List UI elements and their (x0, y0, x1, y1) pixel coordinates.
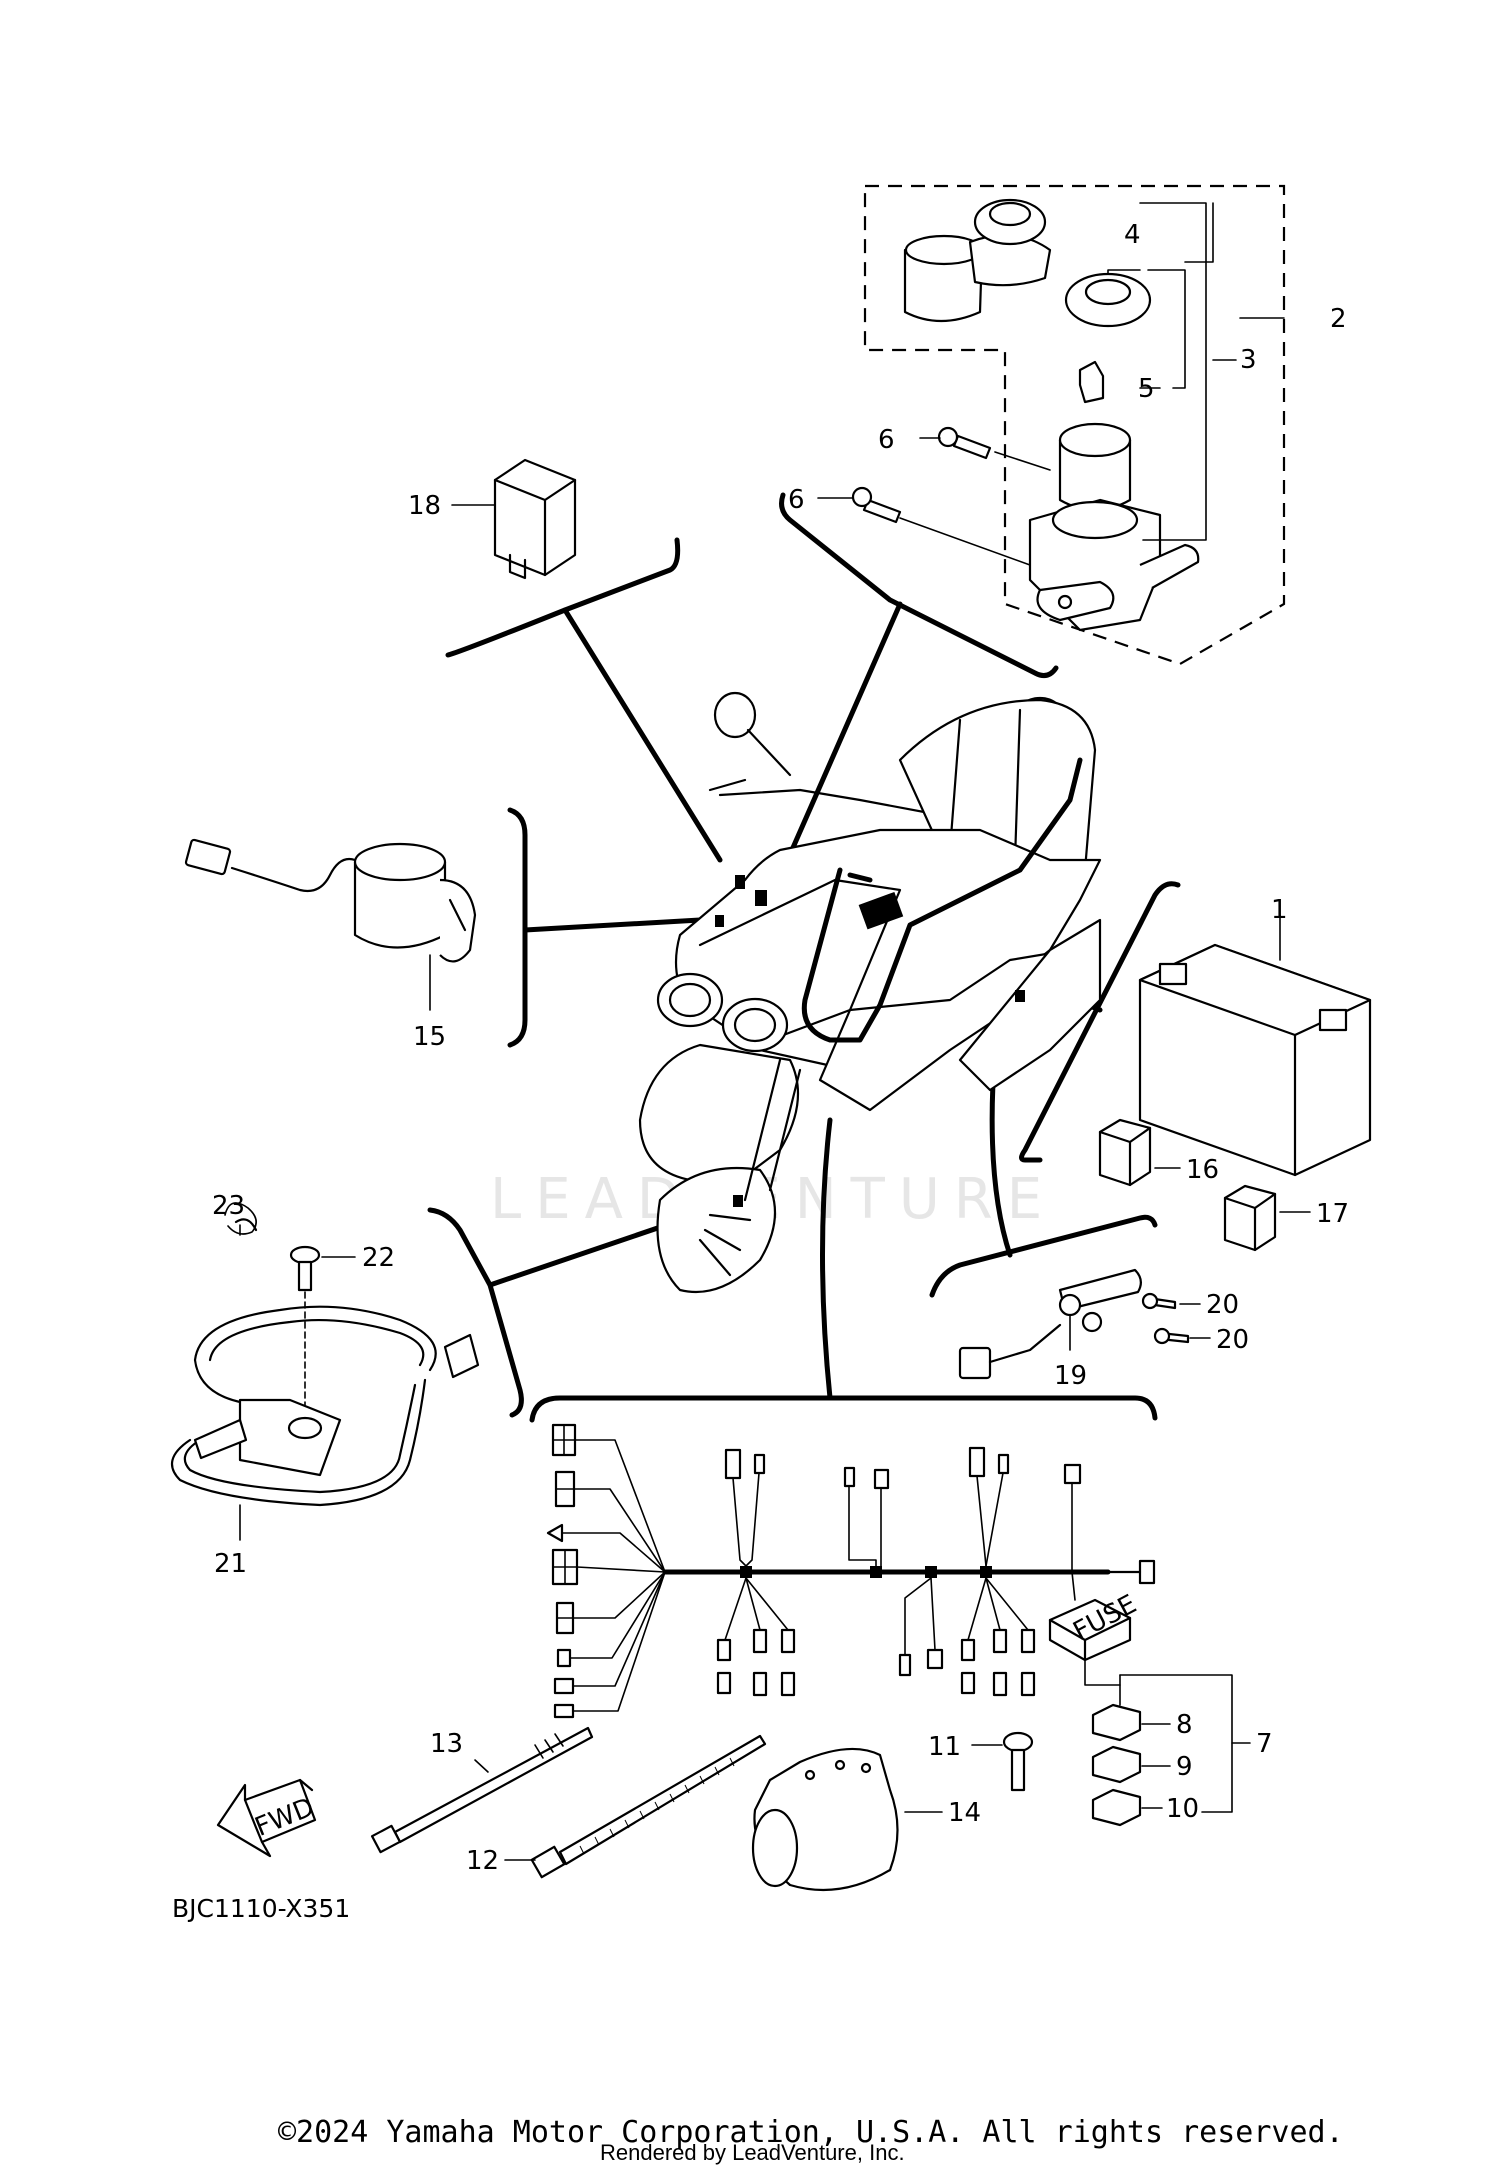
dc-jack-connector (184, 838, 232, 876)
rendered-by-text: Rendered by LeadVenture, Inc. (600, 2140, 905, 2165)
callout-18: 18 (408, 491, 441, 521)
key-part-5 (1078, 360, 1105, 404)
fuse-parts-group: 7 8 9 10 (1091, 1674, 1273, 1827)
seal-cap-part (903, 248, 984, 322)
fuse-9-part (1091, 1745, 1142, 1784)
callout-6-upper: 6 (878, 425, 895, 455)
sensor-19-group: 20 20 19 (958, 1268, 1249, 1391)
callout-3: 3 (1240, 345, 1257, 375)
diagram-code: BJC1110-X351 (172, 1894, 350, 1923)
bolt-6-lower (862, 498, 902, 524)
callout-2: 2 (1330, 304, 1347, 334)
relay-18-group: 18 (408, 458, 577, 580)
bolt-22-shank (297, 1260, 313, 1292)
sensor-21-cable (193, 1305, 437, 1407)
bracket-1 (1019, 881, 1181, 1163)
screw-11-head (1002, 1731, 1034, 1753)
callout-15: 15 (413, 1022, 446, 1052)
bracket-6 (779, 492, 1059, 679)
callout-7: 7 (1256, 1729, 1273, 1759)
callout-22: 22 (362, 1243, 395, 1273)
fuse-10-part (1091, 1788, 1142, 1827)
sensor-19-body (1058, 1268, 1142, 1312)
callout-21: 21 (214, 1549, 247, 1579)
screw-11-clamp-14-group: 11 14 (751, 1731, 1034, 1892)
bolt-6-upper (952, 434, 992, 460)
scooter-illustration (638, 691, 1102, 1294)
clamp-23-part (224, 1202, 257, 1235)
fwd-arrow: FWD (216, 1778, 318, 1858)
bracket-3 (1139, 202, 1207, 541)
screw-11-shank (1010, 1748, 1026, 1792)
cable-ties-group: 13 12 (370, 1726, 767, 1879)
relay-16-17-group: 16 17 (1098, 1118, 1349, 1252)
callout-23: 23 (212, 1191, 245, 1221)
callout-19: 19 (1054, 1361, 1087, 1391)
bracket-21 (427, 1207, 524, 1418)
harness-route (801, 757, 1083, 1043)
relay-location (858, 891, 904, 930)
dc-jack-15-group: 15 (184, 838, 477, 1052)
fwd-arrow-icon (216, 1778, 317, 1858)
bracket-4-5 (1147, 269, 1186, 389)
callout-5: 5 (1138, 374, 1155, 404)
callout-1: 1 (1271, 895, 1288, 925)
bolt-22-head (289, 1245, 321, 1265)
bracket-18 (445, 537, 681, 658)
left-mirror (713, 691, 757, 739)
sensor-21-connector (443, 1333, 480, 1379)
callout-13: 13 (430, 1729, 463, 1759)
callout-17: 17 (1316, 1199, 1349, 1229)
bracket-7-fuses (1119, 1674, 1233, 1813)
battery-terminal-neg (1158, 962, 1188, 986)
wire-harness-group: FUSE (546, 1423, 1156, 1719)
callout-10: 10 (1166, 1794, 1199, 1824)
callout-11: 11 (928, 1732, 961, 1762)
front-wheel (656, 1166, 776, 1294)
callout-8: 8 (1176, 1710, 1193, 1740)
main-switch-group: 2 3 4 5 6 6 (788, 184, 1347, 666)
sensor-21-body (238, 1398, 342, 1477)
sensor-19-connector (958, 1346, 992, 1380)
main-switch-kit-outline (863, 184, 1286, 666)
callout-20-upper: 20 (1206, 1290, 1239, 1320)
cable-tie-12 (558, 1734, 767, 1866)
callout-9: 9 (1176, 1752, 1193, 1782)
relay-18-part (493, 458, 577, 577)
sensor-21-group: 23 22 21 (170, 1191, 480, 1579)
bracket-19 (929, 1214, 1158, 1298)
callout-12: 12 (466, 1846, 499, 1876)
fuse-8-part (1091, 1703, 1142, 1742)
relay-17-part (1223, 1184, 1277, 1252)
leader-13 (474, 1759, 489, 1773)
copyright-text: ©2024 Yamaha Motor Corporation, U.S.A. A… (278, 2115, 1344, 2150)
harness-left-connectors (546, 1423, 666, 1719)
callout-16: 16 (1186, 1155, 1219, 1185)
callout-20-lower: 20 (1216, 1325, 1249, 1355)
bracket-7 (529, 1395, 1158, 1423)
battery-terminal-pos (1318, 1008, 1348, 1032)
fuse-box (1048, 1598, 1132, 1662)
callout-4: 4 (1124, 220, 1141, 250)
bracket-15 (507, 807, 528, 1048)
battery-1-group: 1 (1138, 895, 1372, 1177)
front-fender (638, 1043, 800, 1182)
callout-6-lower: 6 (788, 485, 805, 515)
bracket-leaders (427, 492, 1181, 1423)
callout-14: 14 (948, 1798, 981, 1828)
relay-16-part (1098, 1118, 1152, 1187)
